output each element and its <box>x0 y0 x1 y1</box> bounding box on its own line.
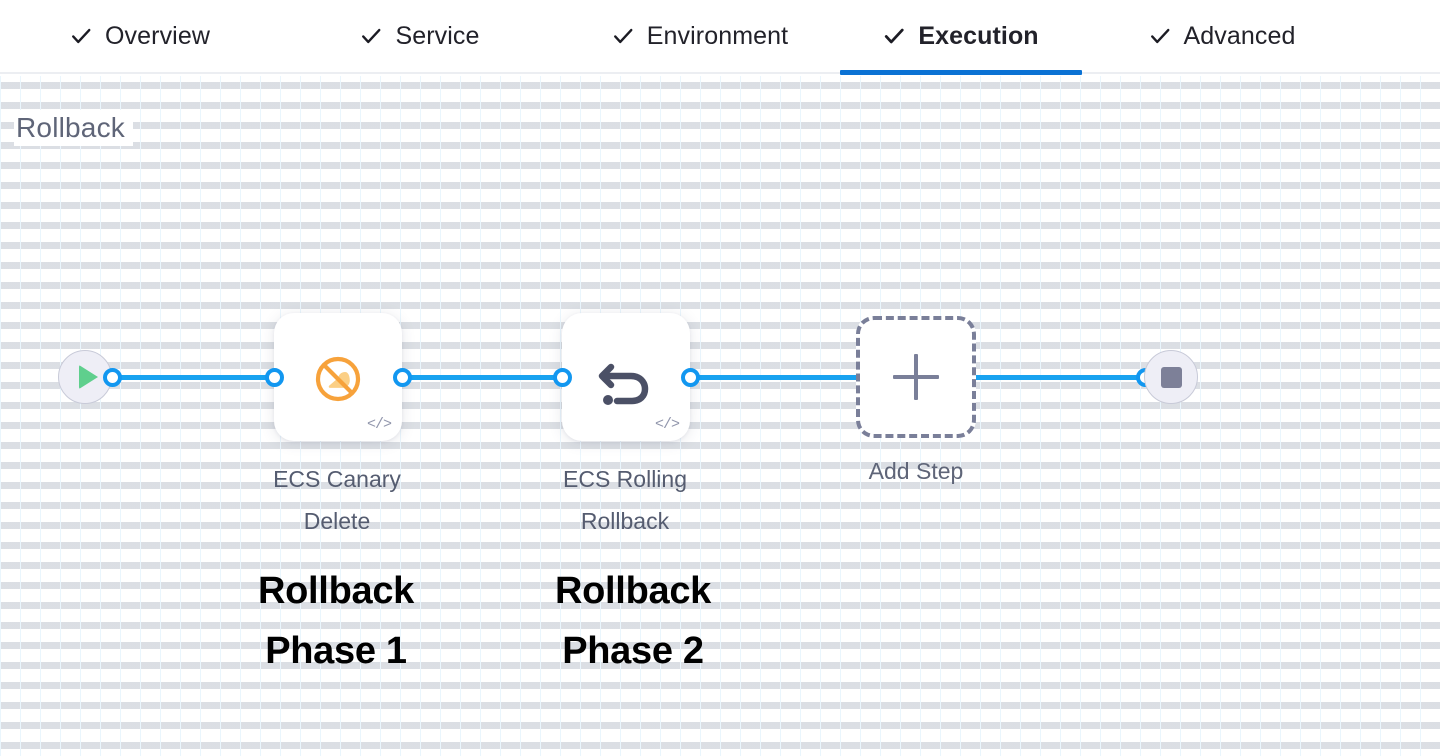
code-badge-icon: </> <box>366 416 392 433</box>
port-step1-input[interactable] <box>265 368 284 387</box>
port-step2-input[interactable] <box>553 368 572 387</box>
annotation-rollback-phase-1: Rollback Phase 1 <box>206 561 466 681</box>
add-step-label: Add Step <box>868 458 964 484</box>
step-node-ecs-rolling-rollback[interactable]: </> <box>562 313 690 441</box>
tab-label: Overview <box>105 21 210 50</box>
tab-label: Execution <box>918 21 1039 50</box>
tab-execution[interactable]: Execution <box>840 0 1082 75</box>
connector-step2-to-addstep <box>686 375 874 380</box>
play-icon <box>78 365 98 389</box>
port-step2-output[interactable] <box>681 368 700 387</box>
connector-addstep-to-end <box>972 375 1150 380</box>
connector-start-to-step1 <box>112 375 287 380</box>
step-label-line1: ECS Canary <box>273 466 401 492</box>
step-label-line2: Rollback <box>580 508 670 534</box>
step-label-line2: Delete <box>303 508 371 534</box>
tab-environment[interactable]: Environment <box>560 0 840 73</box>
check-icon <box>70 25 92 47</box>
port-start-output[interactable] <box>103 368 122 387</box>
stop-icon <box>1160 366 1182 388</box>
annotation-line1: Rollback <box>555 570 711 612</box>
check-icon <box>883 25 905 47</box>
check-icon <box>612 25 634 47</box>
code-badge-icon: </> <box>654 416 680 433</box>
page-title: Rollback <box>14 110 133 146</box>
step-label-line1: ECS Rolling <box>563 466 687 492</box>
wizard-tab-bar: Overview Service Environment Execution A… <box>0 0 1440 75</box>
step-label-ecs-canary-delete: ECS Canary Delete <box>242 458 432 542</box>
annotation-line1: Rollback <box>258 570 414 612</box>
check-icon <box>360 25 382 47</box>
tab-label: Service <box>395 21 480 50</box>
tab-advanced[interactable]: Advanced <box>1082 0 1362 73</box>
plus-icon <box>893 354 939 400</box>
annotation-line2: Phase 1 <box>265 630 407 672</box>
rollback-undo-icon <box>562 353 690 409</box>
connector-step1-to-step2 <box>398 375 573 380</box>
add-step-button[interactable] <box>856 316 976 438</box>
tab-label: Advanced <box>1183 21 1296 50</box>
annotation-rollback-phase-2: Rollback Phase 2 <box>503 561 763 681</box>
check-icon <box>1149 25 1171 47</box>
step-label-ecs-rolling-rollback: ECS Rolling Rollback <box>530 458 720 542</box>
annotation-line2: Phase 2 <box>562 630 704 672</box>
step-node-ecs-canary-delete[interactable]: </> <box>274 313 402 441</box>
port-step1-output[interactable] <box>393 368 412 387</box>
pipeline-graph: </> ECS Canary Delete </> ECS Rolling Ro… <box>0 76 1440 756</box>
end-node[interactable] <box>1144 350 1198 404</box>
tab-overview[interactable]: Overview <box>0 0 280 73</box>
ecs-canary-delete-icon <box>274 353 402 405</box>
tab-label: Environment <box>646 21 789 50</box>
tab-service[interactable]: Service <box>280 0 560 73</box>
pipeline-canvas[interactable]: Rollback </> ECS Canary Dele <box>0 76 1440 756</box>
